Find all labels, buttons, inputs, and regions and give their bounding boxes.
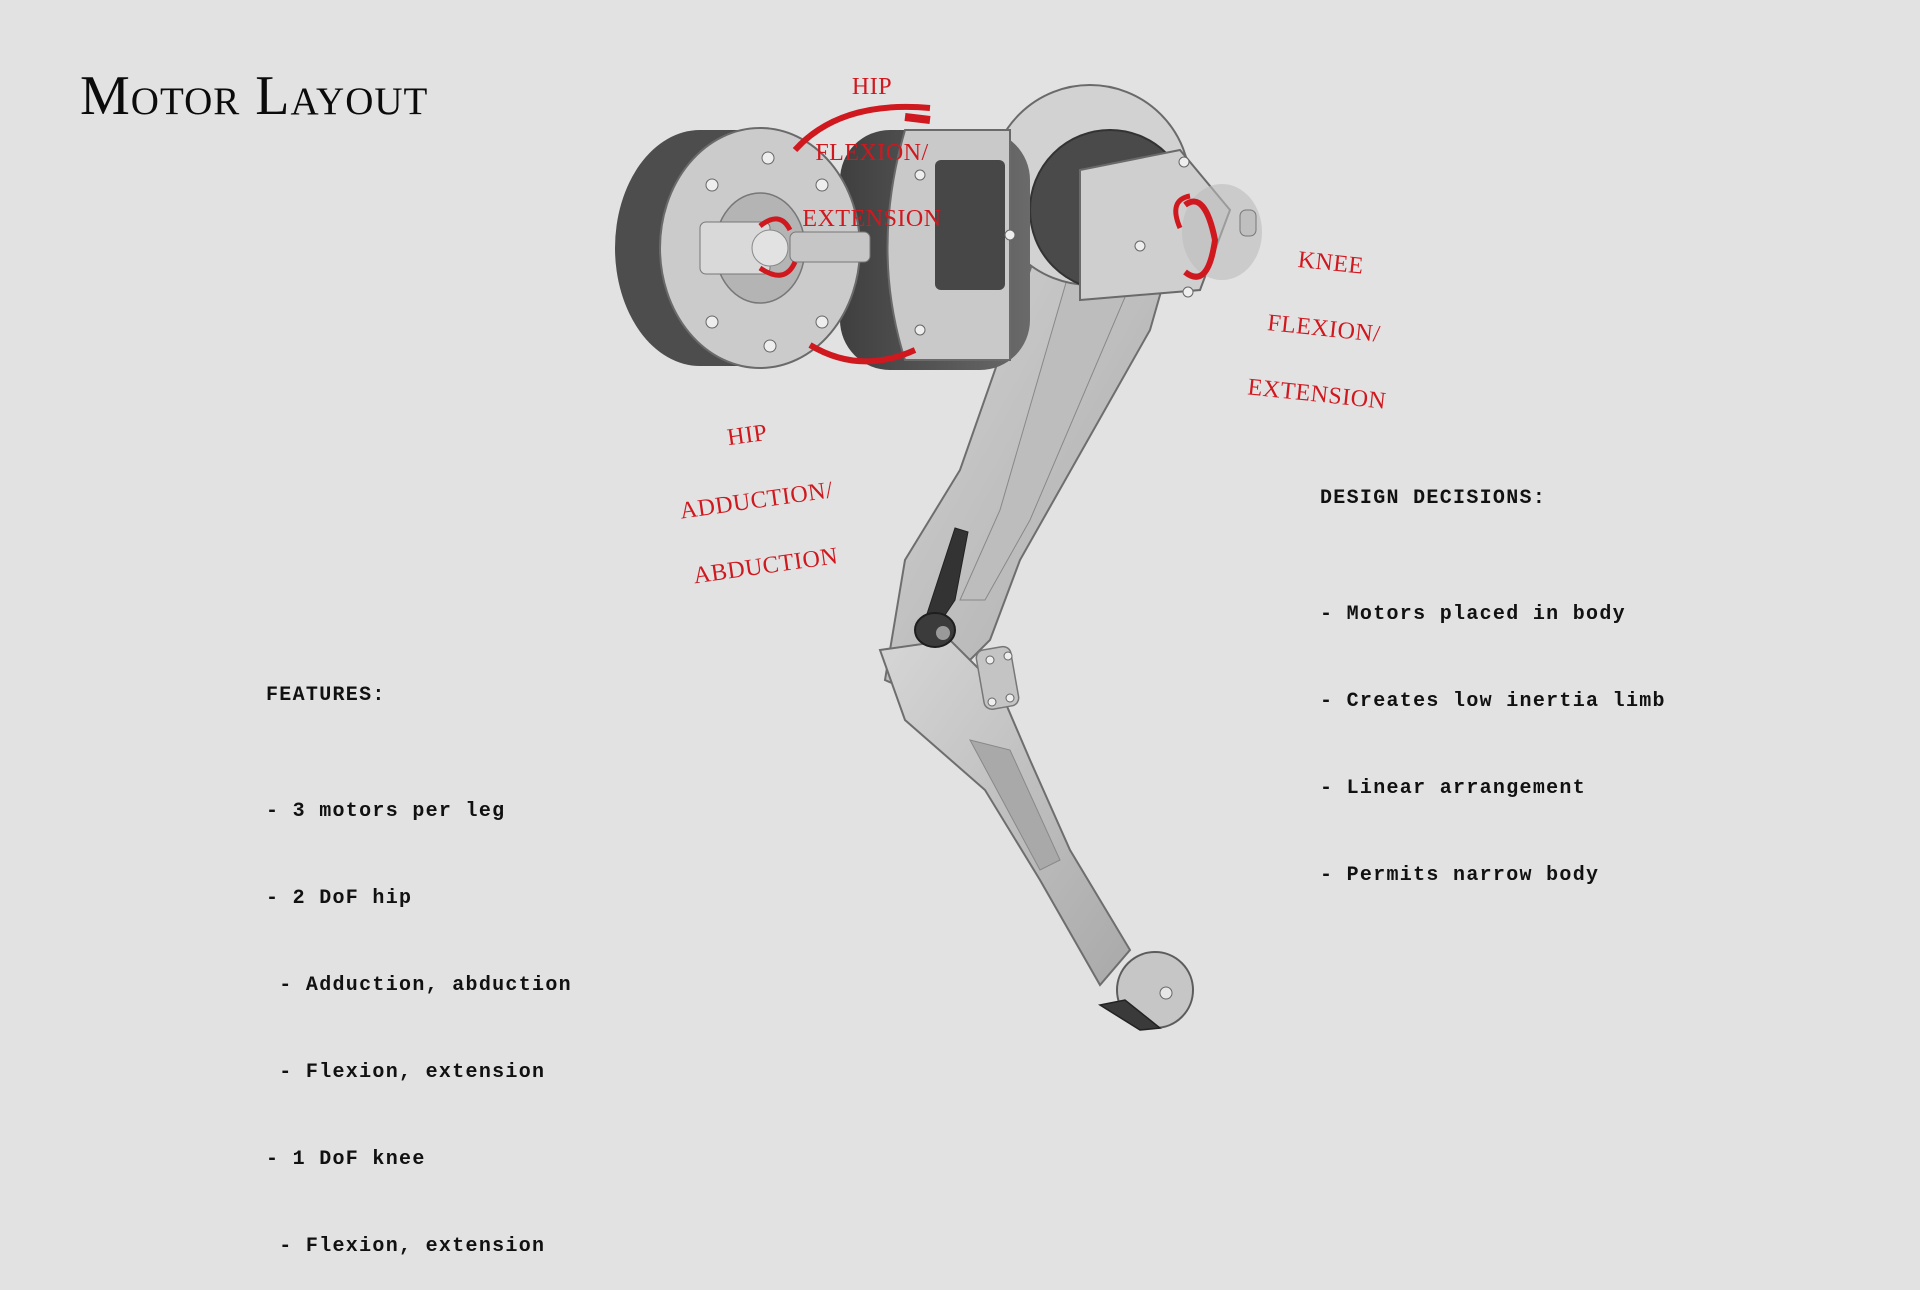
design-decision-item: - Creates low inertia limb — [1320, 690, 1666, 713]
hip-adduction-arrow-icon — [758, 216, 798, 278]
features-block: FEATURES: - 3 motors per leg - 2 DoF hip… — [266, 623, 572, 1290]
page-title: Motor Layout — [80, 65, 429, 127]
shank-link — [878, 638, 1132, 987]
feature-item: - 1 DoF knee — [266, 1148, 426, 1171]
rotation-arrows — [758, 103, 1219, 365]
robot-leg-illustration — [615, 84, 1262, 1031]
features-heading: FEATURES: — [266, 684, 386, 707]
hip-flexion-label: HIP FLEXION/ EXTENSION — [802, 74, 942, 232]
hip-flexion-motor — [840, 129, 1030, 370]
hip-flexion-arrow-lower-icon — [808, 342, 917, 365]
feature-item: - 2 DoF hip — [266, 887, 413, 910]
design-decision-item: - Linear arrangement — [1320, 777, 1587, 800]
knee-flexion-label: KNEE FLEXION/ EXTENSION — [1246, 246, 1388, 415]
knee-motor-housing — [989, 84, 1262, 302]
knee-flexion-arrow-icon — [1183, 198, 1219, 280]
design-decision-item: - Permits narrow body — [1320, 864, 1600, 887]
feature-item: - 3 motors per leg — [266, 800, 506, 823]
feature-item: - Flexion, extension — [266, 1061, 546, 1084]
hip-adduction-label: HIP ADDUCTION/ ABDUCTION — [678, 419, 840, 590]
design-decisions-block: DESIGN DECISIONS: - Motors placed in bod… — [1320, 426, 1666, 919]
knee-linkage — [914, 527, 1020, 710]
feature-item: - Flexion, extension — [266, 1235, 546, 1258]
design-decisions-heading: DESIGN DECISIONS: — [1320, 487, 1547, 510]
hip-flexion-arrow-icon — [792, 103, 931, 153]
hip-adduction-motor — [615, 127, 871, 369]
design-decision-item: - Motors placed in body — [1320, 603, 1626, 626]
foot — [1098, 951, 1194, 1031]
feature-item: - Adduction, abduction — [266, 974, 572, 997]
